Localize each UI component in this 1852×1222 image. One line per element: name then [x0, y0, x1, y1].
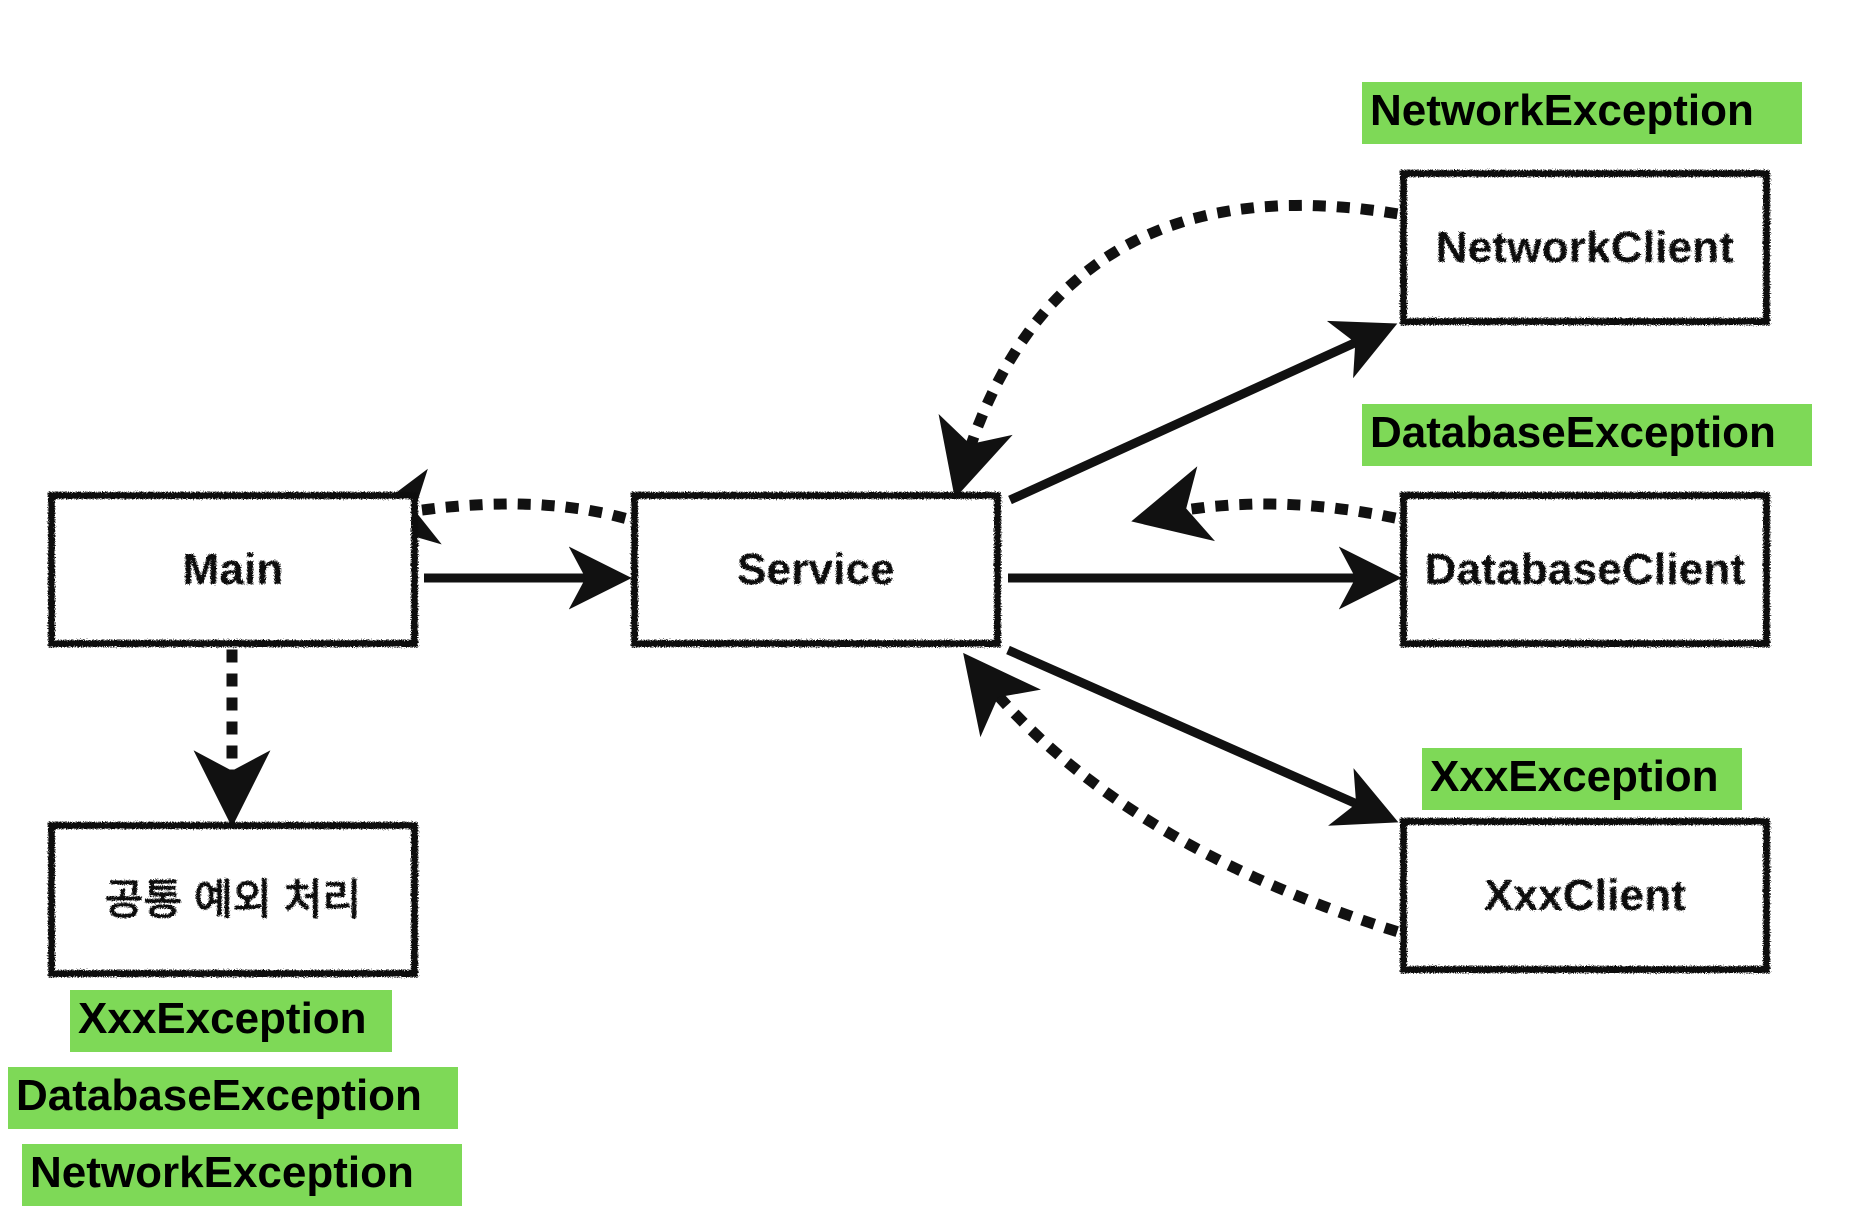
highlight-network-exception-top: NetworkException	[1362, 82, 1802, 144]
node-common-exception-handler-label: 공통 예외 처리	[104, 875, 362, 923]
highlight-network-exception-left-text: NetworkException	[30, 1147, 414, 1197]
node-database-client-label: DatabaseClient	[1424, 544, 1746, 594]
highlight-xxx-exception-left-text: XxxException	[78, 993, 367, 1043]
highlight-database-exception-left-text: DatabaseException	[16, 1070, 422, 1120]
highlight-network-exception-top-text: NetworkException	[1370, 85, 1754, 135]
node-network-client-label: NetworkClient	[1435, 222, 1735, 272]
edge-network-client-to-service	[938, 200, 1399, 499]
node-xxx-client[interactable]: XxxClient	[1400, 818, 1770, 973]
node-network-client[interactable]: NetworkClient	[1400, 170, 1770, 325]
highlight-network-exception-left: NetworkException	[22, 1144, 462, 1206]
highlight-xxx-exception-bottom: XxxException	[1422, 748, 1742, 810]
edge-xxx-client-to-service	[963, 652, 1399, 937]
node-xxx-client-label: XxxClient	[1483, 870, 1687, 920]
node-service-label: Service	[737, 544, 895, 594]
node-database-client[interactable]: DatabaseClient	[1400, 492, 1770, 647]
highlight-xxx-exception-left: XxxException	[70, 990, 392, 1052]
node-main[interactable]: Main	[48, 492, 418, 647]
edge-database-client-to-service	[1131, 466, 1397, 542]
highlight-database-exception-mid: DatabaseException	[1362, 404, 1812, 466]
highlight-database-exception-left: DatabaseException	[8, 1067, 458, 1129]
node-main-label: Main	[182, 544, 284, 594]
node-service[interactable]: Service	[631, 492, 1001, 647]
edge-service-to-network-client	[1008, 320, 1398, 505]
edge-service-to-xxx-client	[1006, 645, 1399, 826]
highlight-xxx-exception-bottom-text: XxxException	[1430, 751, 1719, 801]
highlight-database-exception-mid-text: DatabaseException	[1370, 407, 1776, 457]
node-common-exception-handler[interactable]: 공통 예외 처리	[48, 822, 418, 977]
